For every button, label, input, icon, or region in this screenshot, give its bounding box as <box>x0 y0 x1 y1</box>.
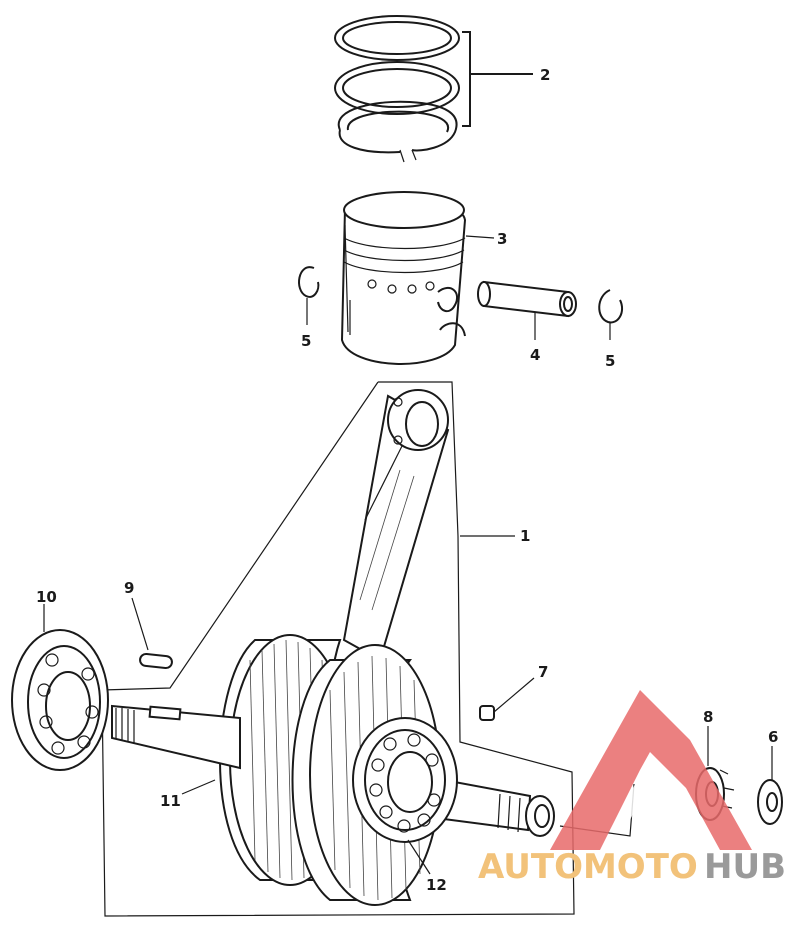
callout-7: 7 <box>538 663 548 681</box>
ball-bearing-10 <box>11 604 109 771</box>
leader-12 <box>407 839 431 875</box>
roller-bearing-12 <box>352 717 458 843</box>
callout-8: 8 <box>703 708 713 726</box>
ring-bracket <box>462 31 533 127</box>
leader-11 <box>181 779 216 795</box>
watermark-text-part1: AUTOMOTO <box>478 847 698 887</box>
callout-5-right: 5 <box>605 352 615 370</box>
automotohub-logo <box>550 690 752 850</box>
circlip-left <box>298 266 320 325</box>
connecting-rod <box>342 389 450 662</box>
callout-10: 10 <box>36 588 57 606</box>
circlip-right <box>598 289 624 340</box>
callout-4: 4 <box>530 346 540 364</box>
callout-5-left: 5 <box>301 332 311 350</box>
callout-9: 9 <box>124 579 134 597</box>
woodruff-key-9 <box>131 597 173 670</box>
piston-pin <box>477 280 577 340</box>
leader-3 <box>465 235 495 239</box>
callout-1: 1 <box>520 527 530 545</box>
piston <box>340 191 467 365</box>
callout-3: 3 <box>497 230 507 248</box>
callout-12: 12 <box>426 876 447 894</box>
callout-2: 2 <box>540 66 550 84</box>
dowel-7 <box>479 677 535 721</box>
watermark-text-part2: HUB <box>704 847 786 887</box>
nut-6 <box>757 746 783 825</box>
piston-rings <box>334 15 460 163</box>
callout-11: 11 <box>160 792 181 810</box>
callout-6: 6 <box>768 728 778 746</box>
